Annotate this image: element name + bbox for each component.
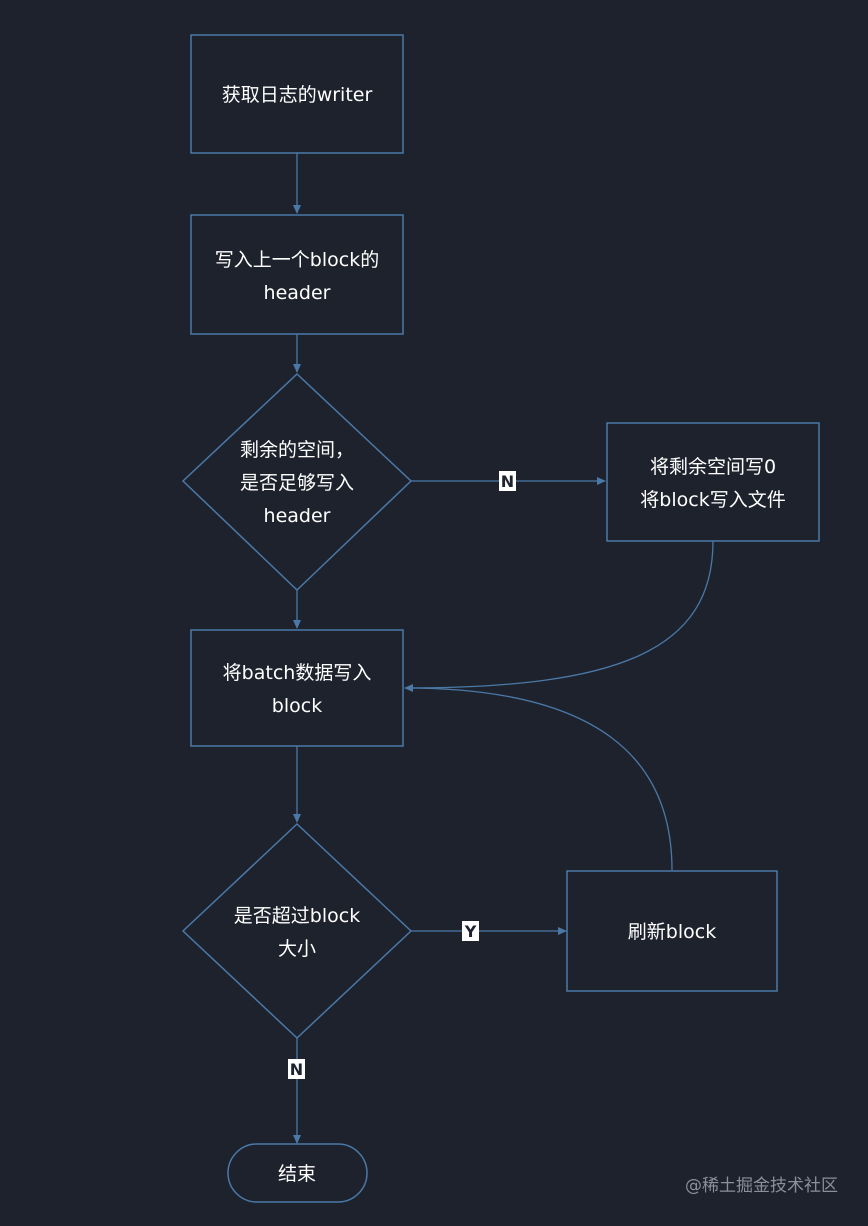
node-pad-flush-line-1: 将剩余空间写0 xyxy=(650,456,776,478)
node-flush-block: 刷新block xyxy=(566,870,778,992)
node-pad-flush: 将剩余空间写0 将block写入文件 xyxy=(606,422,820,542)
node-write-batch: 将batch数据写入 block xyxy=(190,629,404,747)
edge-label-size-yes-text: Y xyxy=(464,922,477,941)
edge-label-size-no-text: N xyxy=(290,1060,303,1079)
node-write-header: 写入上一个block的 header xyxy=(190,214,404,335)
edge-label-size-no: N xyxy=(288,1059,305,1079)
node-check-size-line-2: 大小 xyxy=(278,938,316,960)
edge-label-space-no-text: N xyxy=(501,472,514,491)
node-get-writer: 获取日志的writer xyxy=(190,34,404,154)
node-end-line-1: 结束 xyxy=(278,1163,316,1185)
edge-label-space-no: N xyxy=(499,471,516,491)
watermark: @稀土掘金技术社区 xyxy=(685,1176,838,1196)
node-flush-block-line-1: 刷新block xyxy=(628,921,716,943)
node-check-space-line-2: 是否足够写入 xyxy=(240,472,354,494)
node-pad-flush-line-2: 将block写入文件 xyxy=(640,489,785,511)
node-check-size: 是否超过block 大小 xyxy=(181,822,413,1040)
edge-label-size-yes: Y xyxy=(462,921,479,941)
node-end: 结束 xyxy=(227,1143,368,1203)
node-write-batch-line-2: block xyxy=(272,695,322,717)
node-write-header-line-2: header xyxy=(264,282,331,304)
node-check-space: 剩余的空间， 是否足够写入 header xyxy=(181,372,413,592)
node-get-writer-line-1: 获取日志的writer xyxy=(222,84,373,106)
node-check-size-line-1: 是否超过block xyxy=(234,905,360,927)
edge-pad-flush-to-write-batch xyxy=(404,540,714,692)
edge-flush-block-to-write-batch xyxy=(404,687,673,871)
node-write-header-line-1: 写入上一个block的 xyxy=(215,249,379,271)
node-check-space-line-1: 剩余的空间， xyxy=(240,439,354,461)
node-check-space-line-3: header xyxy=(264,505,331,527)
node-write-batch-line-1: 将batch数据写入 xyxy=(223,662,372,684)
